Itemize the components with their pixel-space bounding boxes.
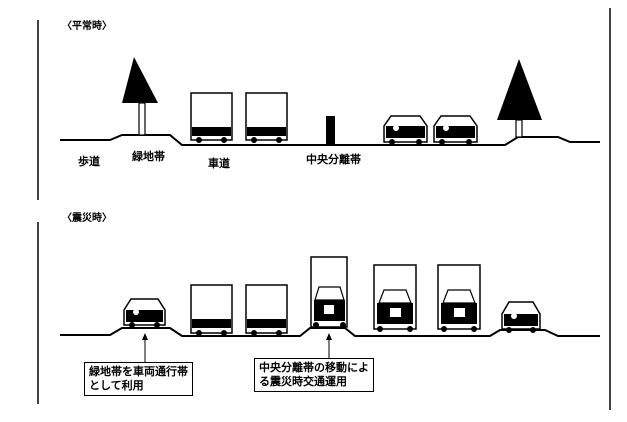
caption-median-line-1: 中央分離帯の移動によ bbox=[259, 361, 369, 374]
label-median: 中央分離帯 bbox=[306, 153, 361, 166]
label-roadway: 車道 bbox=[208, 157, 230, 170]
truck-front-3 bbox=[437, 264, 481, 332]
truck-2 bbox=[245, 92, 288, 143]
caption-median-usage: 中央分離帯の移動によ る震災時交通運用 bbox=[254, 358, 374, 392]
caption-greenbelt-line-2: として利用 bbox=[89, 379, 144, 392]
median-post bbox=[326, 116, 335, 145]
tree-left bbox=[122, 57, 158, 136]
truck-front-on-median bbox=[310, 256, 348, 328]
normal-ground-line bbox=[60, 134, 600, 146]
label-sidewalk: 歩道 bbox=[78, 155, 100, 168]
caption-greenbelt-line-1: 緑地帯を車両通行帯 bbox=[89, 365, 188, 378]
caption-greenbelt-usage: 緑地帯を車両通行帯 として利用 bbox=[84, 362, 193, 396]
normal-heading: 〈平常時〉 bbox=[62, 21, 112, 32]
car-on-greenbelt bbox=[123, 298, 166, 328]
truck-front-2 bbox=[373, 264, 417, 332]
tree-right bbox=[497, 59, 542, 138]
disaster-section bbox=[60, 256, 600, 362]
truck-1 bbox=[190, 92, 233, 143]
car-2 bbox=[433, 115, 478, 145]
car-right bbox=[501, 301, 541, 333]
caption-median-line-2: る震災時交通運用 bbox=[259, 375, 347, 388]
disaster-ground-line bbox=[60, 327, 600, 337]
car-1 bbox=[383, 115, 428, 145]
normal-section bbox=[60, 57, 600, 146]
label-greenbelt: 緑地帯 bbox=[132, 150, 165, 163]
truck-4 bbox=[245, 284, 288, 336]
truck-3 bbox=[190, 284, 233, 336]
disaster-heading: 〈震災時〉 bbox=[62, 213, 112, 224]
